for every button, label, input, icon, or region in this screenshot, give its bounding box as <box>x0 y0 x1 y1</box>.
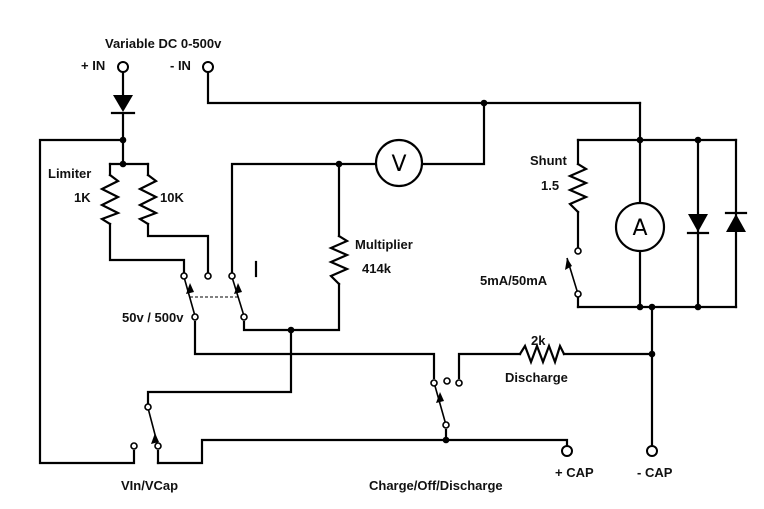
minus-cap-label: - CAP <box>637 465 673 480</box>
vin-vcap-label: VIn/VCap <box>121 478 178 493</box>
range-switch-label: 50v / 500v <box>122 310 184 325</box>
plus-in-label: + IN <box>81 58 105 73</box>
multiplier-label: Multiplier <box>355 237 413 252</box>
limiter-label: Limiter <box>48 166 91 181</box>
wire-vcap-to-cap <box>156 438 569 465</box>
resistor-1k <box>99 173 121 226</box>
supply-label: Variable DC 0-500v <box>105 36 222 51</box>
charge-off-discharge-switch <box>434 385 447 426</box>
current-range-switch <box>565 257 579 295</box>
wire-voltmeter-left <box>230 162 378 274</box>
plus-cap-terminal <box>561 445 573 457</box>
minus-in-terminal <box>202 61 214 73</box>
wire-top-to-voltmeter <box>421 101 486 166</box>
shunt-label: Shunt <box>530 153 567 168</box>
resistor-multiplier <box>328 234 350 286</box>
discharge-label: Discharge <box>505 370 568 385</box>
wire-discharge-contact <box>457 352 522 380</box>
charge-switch-label: Charge/Off/Discharge <box>369 478 503 493</box>
resistor-shunt <box>567 162 589 214</box>
resistor-1k-label: 1K <box>74 190 91 205</box>
wire-left-rail <box>38 138 136 465</box>
multiplier-value-label: 414k <box>362 261 392 276</box>
wire-multiplier-bottom <box>242 282 341 332</box>
wire-range-switch-lower <box>193 320 436 380</box>
ammeter: A <box>614 201 666 253</box>
range-switch-pole-a <box>183 276 196 317</box>
ammeter-symbol: A <box>632 216 647 241</box>
voltmeter: V <box>374 138 424 188</box>
resistor-2k-label: 2k <box>531 333 546 348</box>
resistor-10k <box>137 173 159 226</box>
voltmeter-symbol: V <box>391 152 406 177</box>
resistor-2k <box>518 342 566 366</box>
input-diode <box>110 95 136 115</box>
wire-mid-node <box>146 328 293 406</box>
resistor-10k-label: 10K <box>160 190 184 205</box>
wire-1k-bottom <box>108 222 186 274</box>
junction-dots <box>119 99 702 444</box>
protection-diode-up <box>724 211 748 232</box>
shunt-value-label: 1.5 <box>541 178 559 193</box>
switch-contacts <box>130 247 582 450</box>
current-range-label: 5mA/50mA <box>480 273 548 288</box>
wire-minus-in <box>206 70 642 105</box>
minus-in-label: - IN <box>170 58 191 73</box>
vin-vcap-switch <box>147 407 159 447</box>
protection-diode-down <box>686 214 710 235</box>
plus-cap-label: + CAP <box>555 465 594 480</box>
wire-10k-bottom <box>146 222 210 274</box>
minus-cap-terminal <box>646 445 658 457</box>
plus-in-terminal <box>117 61 129 73</box>
